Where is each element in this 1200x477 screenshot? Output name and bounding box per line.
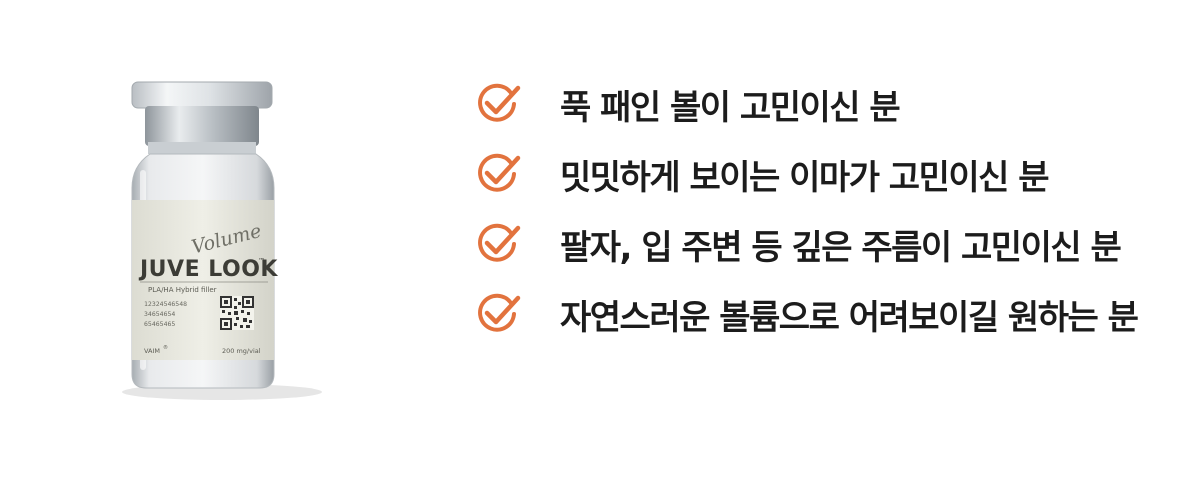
check-circle-icon xyxy=(478,83,521,122)
label-code-1: 12324546548 xyxy=(144,300,187,308)
check-circle-icon xyxy=(478,293,521,332)
list-item: 팔자, 입 주변 등 깊은 주름이 고민이신 분 xyxy=(470,220,1137,268)
list-item: 푹 패인 볼이 고민이신 분 xyxy=(470,80,1137,128)
list-item: 자연스러운 볼륨으로 어려보이길 원하는 분 xyxy=(470,290,1139,338)
label-code-3: 65465465 xyxy=(144,320,175,328)
check-circle-icon xyxy=(478,223,521,262)
qr-code-icon xyxy=(220,296,254,330)
checklist-item-text: 푹 패인 볼이 고민이신 분 xyxy=(560,87,901,128)
vial-label xyxy=(132,200,274,360)
vial-crimp xyxy=(145,106,259,146)
benefit-checklist: 푹 패인 볼이 고민이신 분 밋밋하게 보이는 이마가 고민이신 분 팔자, 입… xyxy=(470,80,1139,360)
list-item: 밋밋하게 보이는 이마가 고민이신 분 xyxy=(470,150,1137,198)
label-maker: VAIM xyxy=(144,347,160,355)
label-brand: JUVE LOOK xyxy=(138,257,278,282)
product-image: Volume JUVE LOOK ™ PLA/HA Hybrid filler … xyxy=(110,70,330,410)
vial-cap xyxy=(131,81,273,109)
label-subtitle: PLA/HA Hybrid filler xyxy=(148,286,217,294)
label-dose: 200 mg/vial xyxy=(222,347,261,355)
label-code-2: 34654654 xyxy=(144,310,175,318)
label-trademark: ™ xyxy=(258,257,265,265)
label-maker-mark: ® xyxy=(163,344,168,351)
check-circle-icon xyxy=(478,153,521,192)
checklist-item-text: 밋밋하게 보이는 이마가 고민이신 분 xyxy=(560,157,1050,198)
checklist-item-text: 자연스러운 볼륨으로 어려보이길 원하는 분 xyxy=(560,297,1139,338)
vial-illustration: Volume JUVE LOOK ™ PLA/HA Hybrid filler … xyxy=(122,81,322,400)
checklist-item-text: 팔자, 입 주변 등 깊은 주름이 고민이신 분 xyxy=(560,227,1122,268)
